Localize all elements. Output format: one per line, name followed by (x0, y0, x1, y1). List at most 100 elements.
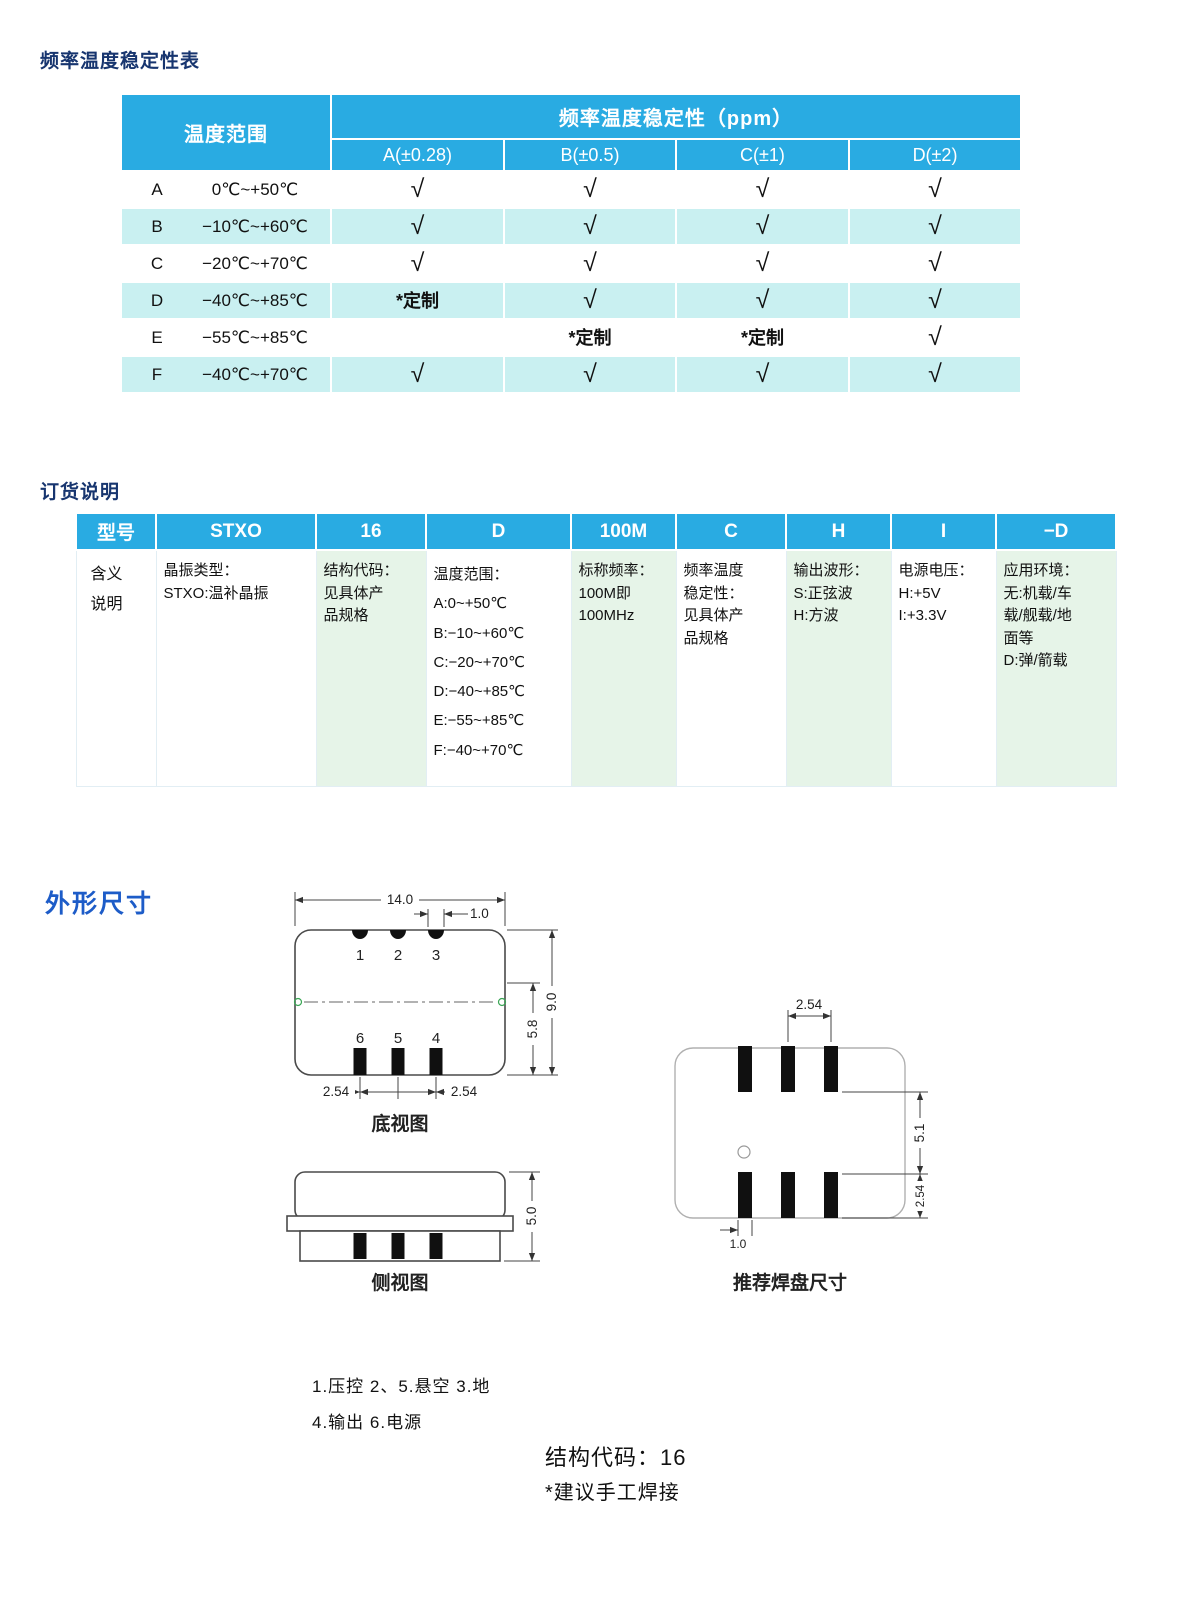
ordering-body-row: 含义 说明 晶振类型： STXO:温补晶振 结构代码： 见具体产 品规格 温度范… (75, 549, 1117, 787)
range-value: −40℃~+70℃ (202, 364, 308, 384)
temp-range-cell: F −40℃~+70℃ (120, 355, 332, 394)
dimensions-section-title: 外形尺寸 (45, 890, 154, 918)
pin-pad-5 (391, 1048, 405, 1075)
pin-number: 1 (356, 947, 364, 964)
side-pin (353, 1233, 367, 1259)
range-value: −55℃~+85℃ (202, 327, 308, 347)
center-mark (293, 997, 303, 1007)
stability-cell: √ (847, 318, 1023, 357)
side-view-drawing: 5.0 侧视图 (286, 1171, 540, 1294)
dim-side-height: 5.0 (524, 1207, 539, 1226)
stability-cell: √ (330, 170, 505, 209)
stability-cell: √ (847, 207, 1023, 246)
range-letter: A (151, 179, 163, 199)
range-value: 0℃~+50℃ (211, 179, 299, 199)
stability-cell: √ (330, 207, 505, 246)
stability-table: 温度范围 频率温度稳定性（ppm） A(±0.28) B(±0.5) C(±1)… (120, 93, 1023, 394)
stability-cell: √ (675, 244, 850, 283)
stability-section-title: 频率温度稳定性表 (40, 51, 201, 72)
range-letter: F (151, 364, 163, 384)
pad-layout-drawing: 2.54 5.1 2.54 1.0 推荐焊盘尺寸 (674, 997, 928, 1294)
stability-cell: √ (847, 281, 1023, 320)
range-value: −40℃~+85℃ (202, 290, 308, 310)
side-pin (391, 1233, 405, 1259)
pin-number: 3 (432, 947, 440, 964)
temp-range-cell: E −55℃~+85℃ (120, 318, 332, 357)
table-row: E−55℃~+85℃ *定制 *定制 √ (120, 318, 1023, 357)
ordering-cell-wave: 输出波形： S:正弦波 H:方波 (785, 549, 892, 787)
stability-cell: √ (847, 170, 1023, 209)
temp-range-cell: A 0℃~+50℃ (120, 170, 332, 209)
table-row: D −40℃~+85℃ *定制 √ √ √ (120, 281, 1023, 320)
pin-number: 4 (432, 1030, 440, 1047)
stability-cell: √ (847, 244, 1023, 283)
bottom-view-label: 底视图 (371, 1112, 428, 1135)
stability-cell: √ (675, 281, 850, 320)
pin-number: 5 (394, 1030, 402, 1047)
dim-pad-pitch: 2.54 (796, 997, 823, 1012)
grade-col-b: B(±0.5) (503, 138, 677, 172)
range-letter: D (150, 290, 164, 310)
grade-col-a: A(±0.28) (330, 138, 505, 172)
ordering-header-freq: 100M (570, 512, 677, 551)
fiducial-mark (737, 1145, 751, 1159)
ordering-header-wave: H (785, 512, 892, 551)
dim-body-height: 9.0 (544, 993, 559, 1012)
ordering-header-structure: 16 (315, 512, 427, 551)
pin-pad-6 (353, 1048, 367, 1075)
ppm-header: 频率温度稳定性（ppm） (329, 93, 1023, 140)
pin-number: 2 (394, 947, 402, 964)
solder-pad (824, 1046, 838, 1092)
ordering-header-voltage: I (890, 512, 997, 551)
dim-pad-height: 2.54 (915, 1184, 927, 1207)
dim-body-width: 14.0 (387, 892, 413, 907)
pad-layout-label: 推荐焊盘尺寸 (733, 1271, 847, 1294)
ordering-cell-type: 晶振类型： STXO:温补晶振 (155, 549, 317, 787)
dim-inner-height: 5.8 (525, 1020, 540, 1039)
stability-cell: √ (503, 207, 677, 246)
dim-pin-pitch: 2.54 (323, 1084, 350, 1099)
ordering-row-label: 含义 说明 (75, 549, 157, 787)
pin-number: 6 (356, 1030, 364, 1047)
table-row: F−40℃~+70℃ √ √ √ √ (120, 355, 1023, 394)
range-letter: B (151, 216, 163, 236)
pin-notch-2 (390, 930, 406, 939)
side-view-label: 侧视图 (371, 1271, 428, 1294)
ordering-header-stability: C (675, 512, 787, 551)
structure-code-note: 结构代码：16 (545, 1445, 687, 1470)
solder-pad (738, 1172, 752, 1218)
dim-notch-width: 1.0 (470, 906, 489, 921)
stability-cell: √ (503, 281, 677, 320)
stability-cell: √ (847, 355, 1023, 394)
side-flange (286, 1215, 514, 1232)
pin-function-note-1: 1.压控 2、5.悬空 3.地 (312, 1377, 491, 1396)
stability-cell: *定制 (330, 281, 505, 320)
outline-drawings: 1 2 3 6 5 4 14.0 1.0 5.8 (286, 892, 928, 1294)
solder-pad (781, 1046, 795, 1092)
ordering-cell-freq: 标称频率： 100M即 100MHz (570, 549, 677, 787)
center-mark (497, 997, 507, 1007)
ordering-header-temp: D (425, 512, 572, 551)
range-value: −20℃~+70℃ (202, 253, 308, 273)
ordering-header-type: STXO (155, 512, 317, 551)
table-row: B−10℃~+60℃ √ √ √ √ (120, 207, 1023, 246)
ordering-cell-temp: 温度范围： A:0~+50℃ B:−10~+60℃ C:−20~+70℃ D:−… (425, 549, 572, 787)
grade-col-c: C(±1) (675, 138, 850, 172)
grade-col-d: D(±2) (847, 138, 1023, 172)
ordering-header-model: 型号 (75, 512, 157, 551)
stability-cell (330, 318, 505, 357)
temp-range-cell: D −40℃~+85℃ (120, 281, 332, 320)
ordering-cell-stability: 频率温度 稳定性： 见具体产 品规格 (675, 549, 787, 787)
pin-function-note-2: 4.输出 6.电源 (312, 1413, 423, 1432)
ordering-cell-structure: 结构代码： 见具体产 品规格 (315, 549, 427, 787)
bottom-view-drawing: 1 2 3 6 5 4 14.0 1.0 5.8 (293, 892, 559, 1135)
range-letter: E (151, 327, 163, 347)
solder-pad (781, 1172, 795, 1218)
pin-pad-4 (429, 1048, 443, 1075)
stability-cell: √ (675, 355, 850, 394)
stability-cell: √ (503, 244, 677, 283)
hand-solder-note: *建议手工焊接 (545, 1482, 680, 1504)
temp-range-cell: C−20℃~+70℃ (120, 244, 332, 283)
ordering-section-title: 订货说明 (40, 482, 121, 503)
